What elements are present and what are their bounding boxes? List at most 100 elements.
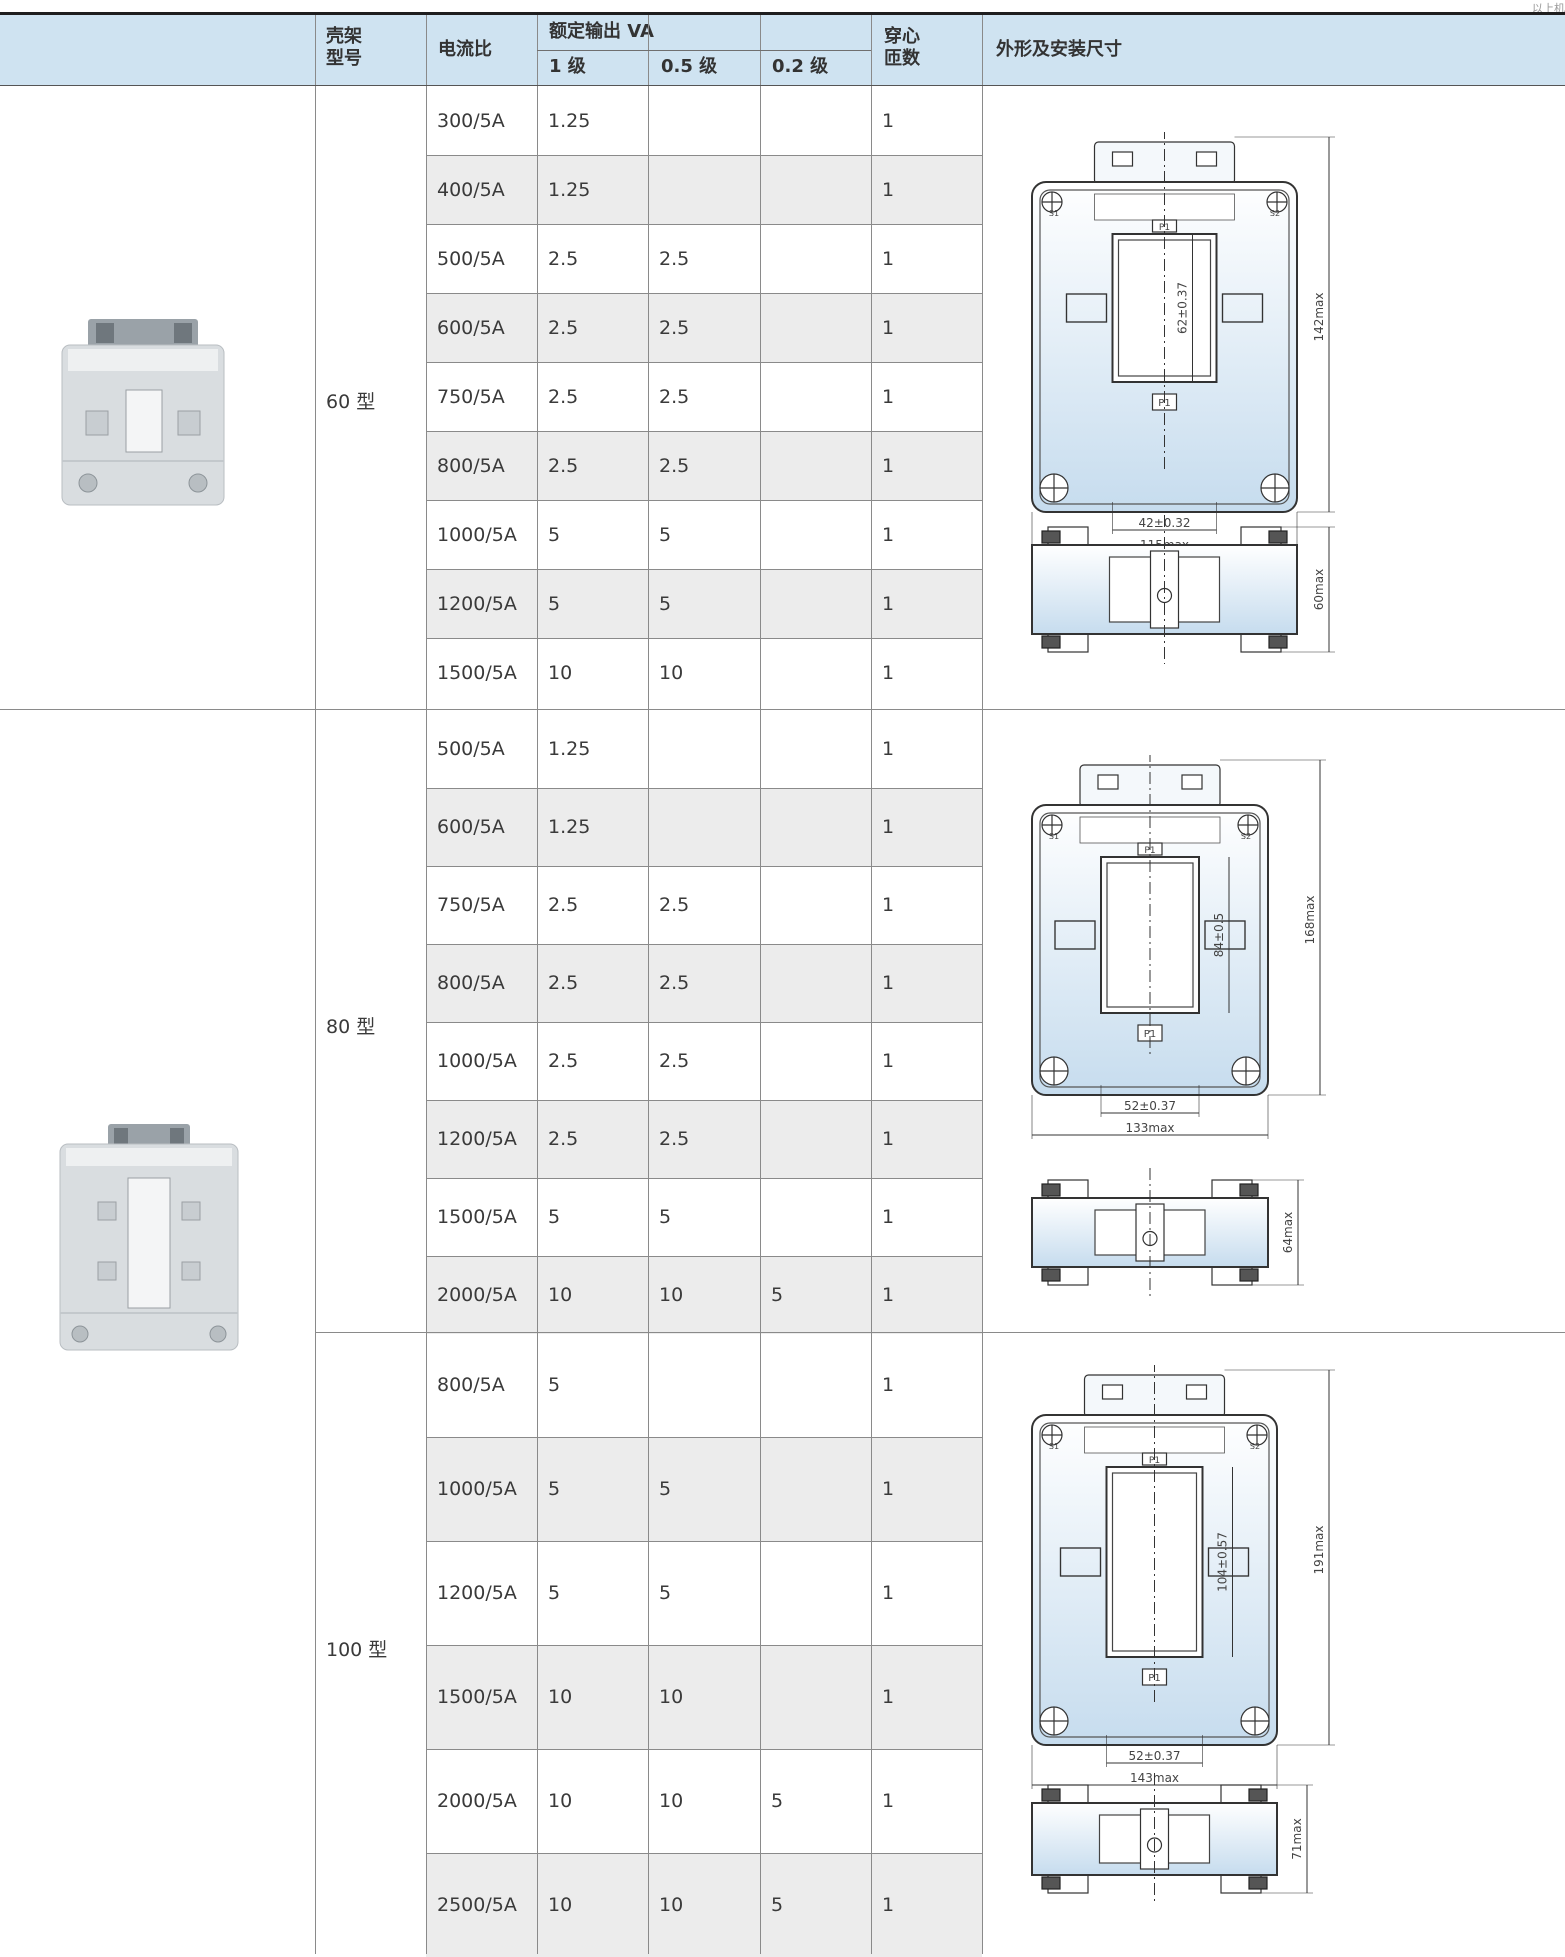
top-rule (0, 12, 1565, 15)
table-cell: 1000/5A (437, 1050, 517, 1072)
table-cell: 2000/5A (437, 1284, 517, 1306)
table-cell: 2.5 (548, 894, 579, 916)
table-cell: 5 (548, 593, 561, 615)
table-cell: 600/5A (437, 816, 505, 838)
table-cell: 500/5A (437, 248, 505, 270)
row-shade (426, 155, 982, 224)
table-cell: 300/5A (437, 110, 505, 132)
row-divider (426, 362, 982, 363)
row-shade (426, 1100, 982, 1178)
row-shade (426, 1853, 982, 1957)
column-divider (871, 15, 872, 1954)
window-height-label: 62±0.37 (1176, 282, 1190, 334)
table-cell: 10 (659, 1686, 684, 1708)
table-cell: 1 (882, 524, 895, 546)
table-cell: 1 (882, 1894, 895, 1916)
table-cell: 1 (882, 1284, 895, 1306)
table-cell: 1.25 (548, 738, 591, 760)
table-cell: 2000/5A (437, 1790, 517, 1812)
row-divider (426, 638, 982, 639)
row-shade (426, 788, 982, 866)
terminal-s2-label: S2 (1241, 832, 1251, 841)
frame-model-label: 60 型 (326, 390, 376, 413)
ct-60-photo (61, 319, 225, 506)
table-cell: 2.5 (659, 1050, 690, 1072)
header-dimensions: 外形及安装尺寸 (996, 39, 1122, 60)
table-cell: 1 (882, 1686, 895, 1708)
table-cell: 750/5A (437, 894, 505, 916)
terminal-s1-label: S1 (1049, 1442, 1059, 1451)
header-class-0-5: 0.5 级 (661, 56, 718, 77)
table-cell: 5 (548, 1478, 561, 1500)
row-divider (426, 1645, 982, 1646)
table-cell: 1.25 (548, 816, 591, 838)
table-cell: 5 (659, 1206, 672, 1228)
terminal-p1-top-label: P1 (1144, 846, 1155, 856)
table-cell: 2.5 (548, 455, 579, 477)
column-divider (426, 15, 427, 1954)
table-cell: 1 (882, 972, 895, 994)
table-cell: 10 (659, 662, 684, 684)
window-width-label: 52±0.37 (1124, 1099, 1176, 1113)
terminal-p1-bottom-label: P1 (1158, 398, 1170, 409)
header-class-0-2: 0.2 级 (772, 56, 829, 77)
table-cell: 1 (882, 386, 895, 408)
table-cell: 1 (882, 662, 895, 684)
terminal-s1-label: S1 (1049, 209, 1059, 218)
table-cell: 1 (882, 1582, 895, 1604)
table-cell: 750/5A (437, 386, 505, 408)
table-cell: 1 (882, 1374, 895, 1396)
group-divider (315, 1332, 1565, 1333)
table-cell: 10 (659, 1894, 684, 1916)
window-width-label: 52±0.37 (1128, 1749, 1180, 1763)
table-cell: 10 (548, 1894, 573, 1916)
table-cell: 1 (882, 1790, 895, 1812)
table-cell: 1 (882, 317, 895, 339)
row-divider (426, 1178, 982, 1179)
group-divider (0, 709, 1565, 710)
depth-label: 71max (1290, 1818, 1304, 1859)
row-divider (426, 500, 982, 501)
terminal-p1-top-label: P1 (1149, 1456, 1160, 1466)
table-cell: 800/5A (437, 972, 505, 994)
header-rated-output: 额定输出 VA (549, 21, 654, 42)
terminal-s1-label: S1 (1049, 832, 1059, 841)
overall-height-label: 142max (1312, 292, 1326, 341)
table-cell: 1200/5A (437, 1128, 517, 1150)
row-divider (426, 155, 982, 156)
table-cell: 500/5A (437, 738, 505, 760)
table-cell: 1500/5A (437, 1206, 517, 1228)
terminal-p1-bottom-label: P1 (1144, 1029, 1156, 1040)
table-cell: 1.25 (548, 179, 591, 201)
table-cell: 2.5 (659, 972, 690, 994)
table-cell: 1 (882, 248, 895, 270)
window-height-label: 104±0.57 (1216, 1532, 1230, 1592)
table-cell: 1 (882, 1478, 895, 1500)
table-cell: 1500/5A (437, 662, 517, 684)
row-divider (426, 1749, 982, 1750)
row-shade (426, 1256, 982, 1334)
header-class-1: 1 级 (549, 56, 586, 77)
depth-label: 64max (1281, 1212, 1295, 1253)
column-divider (315, 15, 316, 1954)
table-cell: 1 (882, 816, 895, 838)
frame-model-label: 100 型 (326, 1639, 388, 1661)
table-cell: 5 (548, 1582, 561, 1604)
table-cell: 1 (882, 179, 895, 201)
row-divider (426, 1541, 982, 1542)
table-cell: 1 (882, 593, 895, 615)
table-cell: 10 (548, 1686, 573, 1708)
table-cell: 400/5A (437, 179, 505, 201)
row-divider (426, 1853, 982, 1854)
header-subdivider (537, 50, 871, 51)
table-cell: 2.5 (659, 894, 690, 916)
table-cell: 5 (771, 1790, 784, 1812)
table-cell: 2.5 (659, 386, 690, 408)
table-cell: 2.5 (548, 972, 579, 994)
table-cell: 800/5A (437, 1374, 505, 1396)
table-cell: 1000/5A (437, 524, 517, 546)
